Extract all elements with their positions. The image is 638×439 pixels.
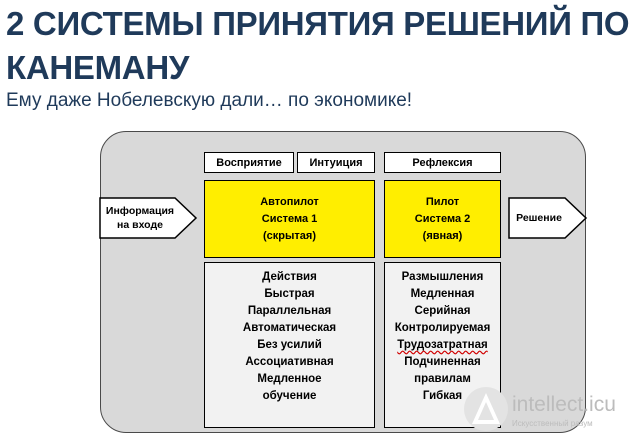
watermark-text: intellect.icu — [512, 393, 616, 416]
input-label-line: Информация — [105, 205, 175, 217]
system1-trait: Параллельная — [247, 305, 332, 317]
system2-trait: Гибкая — [422, 390, 463, 402]
system1-trait: обучение — [262, 390, 317, 402]
system2-box: Пилот Система 2 (явная) — [384, 180, 501, 258]
system2-trait: Контролируемая — [394, 322, 491, 334]
watermark-subtext: Искусственный разум — [512, 419, 593, 428]
system2-title-line: (явная) — [422, 229, 463, 242]
system1-box: Автопилот Система 1 (скрытая) — [204, 180, 375, 258]
system2-title-line: Пилот — [425, 195, 460, 208]
system1-title-line: Автопилот — [260, 195, 319, 208]
output-arrow-shape — [508, 197, 588, 239]
header-reflection: Рефлексия — [384, 152, 501, 173]
system2-title-line: Система 2 — [414, 212, 471, 225]
system1-trait: Медленное — [257, 373, 322, 385]
system2-trait: Трудозатратная — [397, 339, 488, 351]
watermark-logo — [464, 387, 508, 431]
system2-trait: Размышления — [401, 271, 484, 283]
page-title: 2 СИСТЕМЫ ПРИНЯТИЯ РЕШЕНИЙ ПО КАНЕМАНУ — [6, 5, 630, 86]
system2-trait: Медленная — [410, 288, 475, 300]
system2-trait: Серийная — [414, 305, 471, 317]
system2-trait: правилам — [414, 373, 471, 385]
input-arrow-shape — [99, 197, 198, 239]
system1-trait: Действия — [262, 271, 317, 283]
system1-trait: Быстрая — [264, 288, 315, 300]
header-perception: Восприятие — [204, 152, 294, 173]
input-arrow-label: Информация на входе — [103, 204, 177, 232]
system1-title-line: Система 1 — [261, 212, 318, 225]
header-intuition: Интуиция — [297, 152, 375, 173]
system1-title-line: (скрытая) — [263, 229, 316, 242]
system1-traits: Действия Быстрая Параллельная Автоматиче… — [204, 262, 375, 428]
system1-trait: Ассоциативная — [245, 356, 334, 368]
system1-trait: Автоматическая — [242, 322, 337, 334]
system2-trait: Подчиненная — [404, 356, 481, 368]
output-arrow-label: Решение — [516, 212, 562, 224]
system1-trait: Без усилий — [257, 339, 322, 351]
page-subtitle: Ему даже Нобелевскую дали… по экономике! — [6, 90, 413, 111]
input-label-line: на входе — [117, 219, 163, 231]
